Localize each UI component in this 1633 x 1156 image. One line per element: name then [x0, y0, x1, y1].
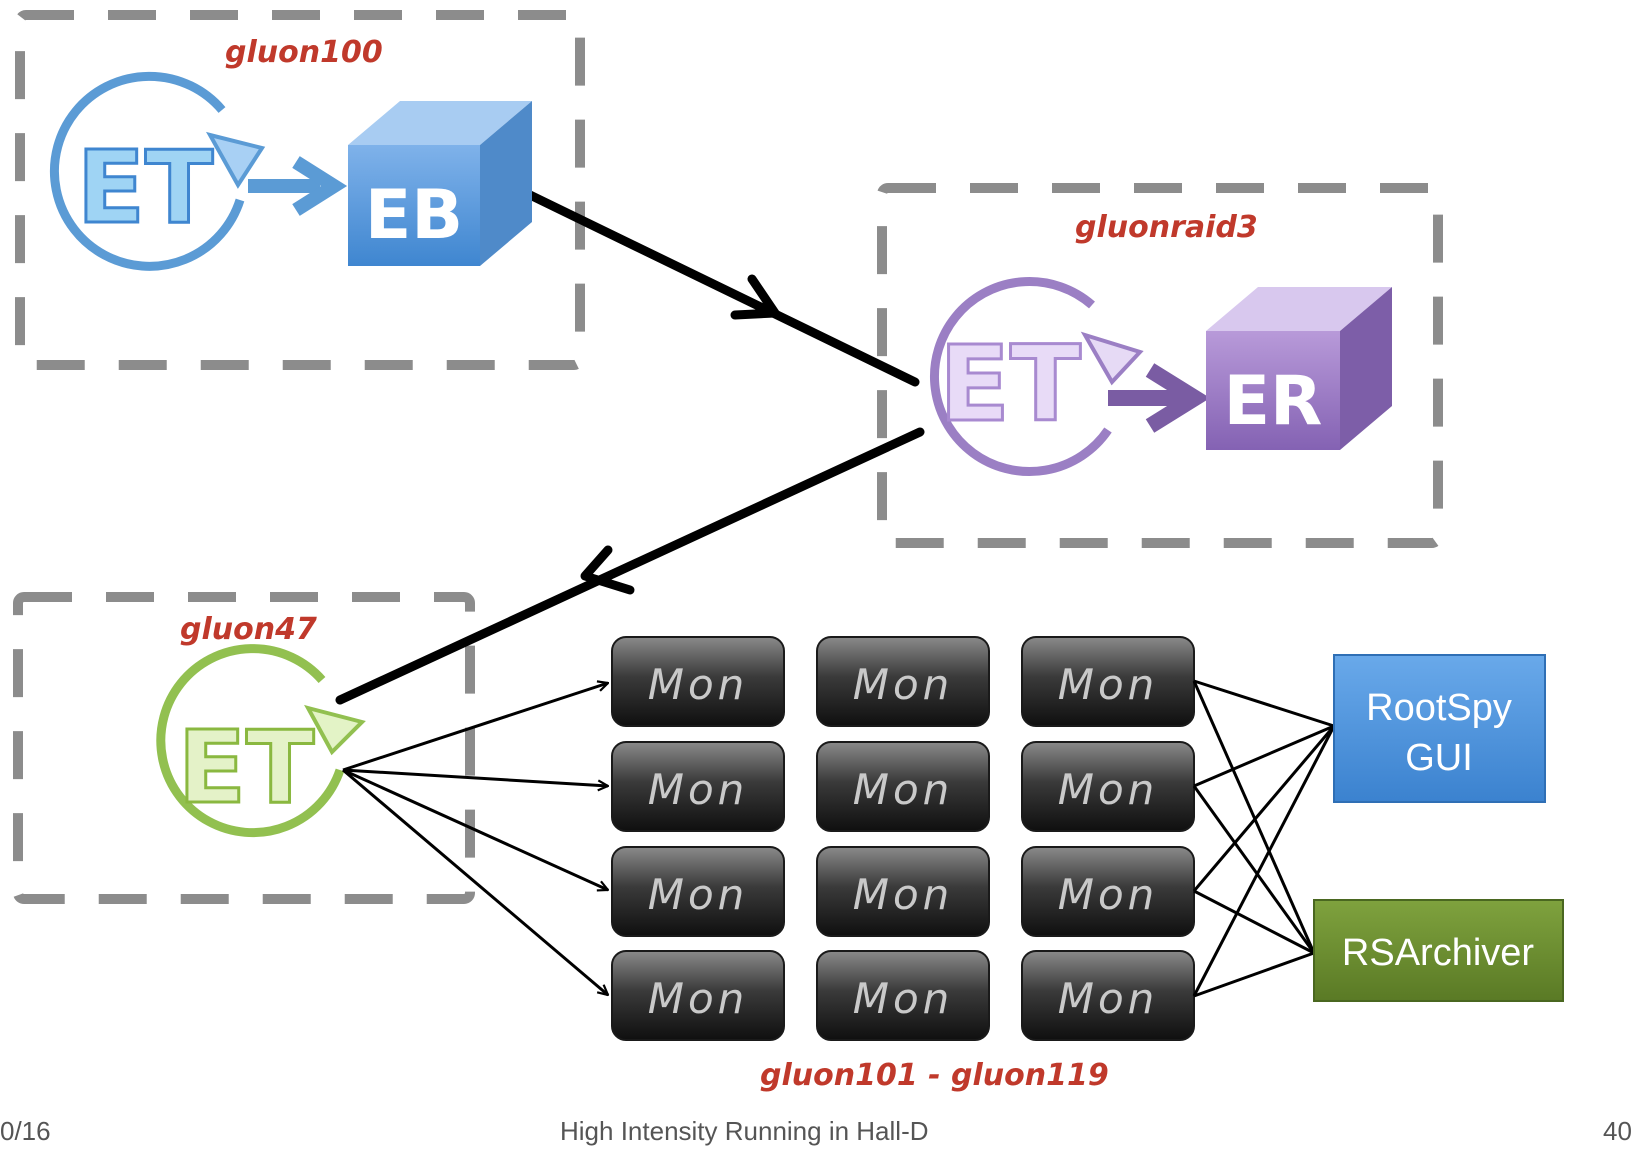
mon-label: Mon — [1058, 765, 1159, 814]
mon-to-rootspy-link — [1192, 725, 1336, 892]
mon-process: Mon — [816, 636, 990, 727]
mon-process: Mon — [816, 741, 990, 832]
host-label-mon-farm: gluon101 - gluon119 — [760, 1058, 1109, 1093]
mon-label: Mon — [1058, 660, 1159, 709]
host-label-gluon100: gluon100 — [225, 35, 383, 70]
mon-to-rsarchiver-links — [1192, 680, 1316, 998]
footer-page-number: 40 — [1603, 1116, 1632, 1146]
mon-label: Mon — [853, 765, 954, 814]
footer-date: 0/16 — [0, 1116, 51, 1146]
et-ring-green: ET — [156, 644, 366, 838]
rootspy-label-line2: GUI — [1405, 737, 1473, 779]
host-box-gluon47 — [13, 592, 475, 904]
mon-to-rsarchiver-link — [1192, 680, 1316, 954]
mon-process: Mon — [611, 950, 785, 1041]
mon-process: Mon — [1021, 950, 1195, 1041]
mon-process: Mon — [611, 636, 785, 727]
eb-label: EB — [365, 176, 463, 255]
et-to-mon-link — [342, 768, 608, 995]
mon-label: Mon — [853, 870, 954, 919]
mon-label: Mon — [648, 660, 749, 709]
et-to-mon-link — [342, 768, 608, 786]
er-label: ER — [1224, 362, 1323, 441]
host-box-gluonraid3 — [877, 183, 1443, 548]
mon-label: Mon — [648, 765, 749, 814]
et-to-mon-links — [342, 683, 608, 995]
mon-to-rootspy-link — [1193, 679, 1335, 728]
host-label-gluon47: gluon47 — [180, 612, 317, 647]
mon-label: Mon — [853, 974, 954, 1023]
rsarchiver-node: RSArchiver — [1313, 899, 1564, 1002]
mon-process: Mon — [611, 846, 785, 937]
host-box-gluon100 — [15, 10, 585, 370]
et-to-mon-link — [342, 768, 608, 890]
mon-label: Mon — [648, 974, 749, 1023]
mon-process: Mon — [1021, 741, 1195, 832]
flow-line-eb-to-er — [523, 189, 920, 387]
mon-label: Mon — [648, 870, 749, 919]
flow-chevron-er-to-gluon47 — [580, 545, 635, 595]
mon-process: Mon — [1021, 846, 1195, 937]
mon-label: Mon — [1058, 870, 1159, 919]
eb-node: EB — [348, 101, 532, 266]
et-label-blue: ET — [77, 129, 214, 246]
footer-title: High Intensity Running in Hall-D — [560, 1116, 929, 1146]
mon-to-rsarchiver-link — [1193, 889, 1315, 955]
mon-to-rootspy-link — [1192, 725, 1336, 997]
rootspy-label-line1: RootSpy — [1366, 687, 1512, 729]
mon-process: Mon — [1021, 636, 1195, 727]
er-node: ER — [1206, 287, 1392, 450]
flow-line-er-to-gluon47 — [335, 427, 925, 705]
mon-process: Mon — [816, 846, 990, 937]
et-ring-blue: ET — [49, 71, 348, 271]
mon-to-rsarchiver-link — [1193, 951, 1315, 998]
rootspy-gui-node: RootSpy GUI — [1333, 654, 1546, 803]
et-ring-purple: ET — [929, 277, 1211, 476]
mon-to-rsarchiver-link — [1192, 785, 1316, 954]
mon-grid: Mon Mon Mon Mon Mon Mon Mon Mon Mon Mon … — [611, 636, 1195, 1041]
mon-process: Mon — [611, 741, 785, 832]
et-to-mon-link — [342, 683, 608, 772]
mon-label: Mon — [853, 660, 954, 709]
host-label-gluonraid3: gluonraid3 — [1075, 210, 1258, 245]
mon-to-rootspy-link — [1193, 724, 1335, 788]
flow-chevron-eb-to-er — [730, 274, 780, 320]
et-label-purple: ET — [939, 323, 1081, 445]
mon-label: Mon — [1058, 974, 1159, 1023]
et-label-green: ET — [178, 709, 315, 826]
rsarchiver-label: RSArchiver — [1342, 932, 1534, 974]
mon-process: Mon — [816, 950, 990, 1041]
mon-to-rootspy-links — [1192, 679, 1336, 997]
